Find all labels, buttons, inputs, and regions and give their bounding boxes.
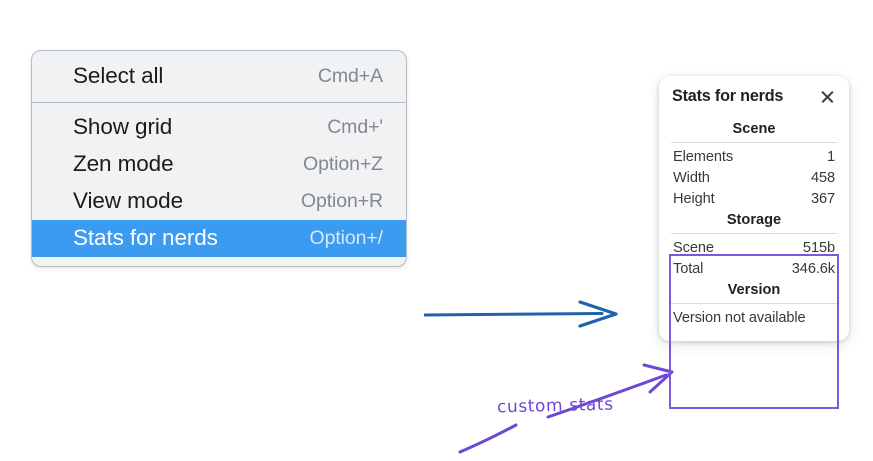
menu-item-label: Zen mode [73,151,174,176]
context-menu[interactable]: Select all Cmd+A Show grid Cmd+' Zen mod… [31,50,407,267]
menu-group-2: Show grid Cmd+' Zen mode Option+Z View m… [32,109,406,257]
menu-divider [32,102,406,103]
menu-item-shortcut: Cmd+' [327,115,383,138]
section-divider [671,233,837,234]
menu-item-view-mode[interactable]: View mode Option+R [32,183,406,220]
menu-item-shortcut: Option+Z [303,152,383,175]
stats-section-scene: Scene Elements 1 Width 458 Height 367 [671,118,837,209]
stats-row-value: 515b [802,239,835,256]
stats-row-width: Width 458 [671,167,837,188]
section-heading: Version [727,282,781,298]
menu-item-shortcut: Cmd+A [317,64,383,87]
stats-row-value: 367 [810,190,835,207]
menu-item-label: Select all [73,63,164,88]
stats-row-height: Height 367 [671,188,837,209]
stats-panel-header: Stats for nerds [671,87,837,106]
stats-row-value: 1 [826,148,835,165]
menu-item-label: View mode [73,188,183,213]
menu-item-select-all[interactable]: Select all Cmd+A [32,58,406,95]
stats-row-key: Height [673,190,715,207]
menu-item-zen-mode[interactable]: Zen mode Option+Z [32,146,406,183]
stats-panel-title: Stats for nerds [672,87,784,105]
stats-row-value: 346.6k [791,260,835,277]
purple-arrow-annotation [458,363,674,454]
section-divider [671,303,837,304]
stats-section-version: Version Version not available [671,279,837,328]
stats-row-key: Total [673,260,704,277]
version-not-available-text: Version not available [673,310,806,326]
menu-group-1: Select all Cmd+A [32,58,406,95]
stats-row-key: Width [673,169,710,186]
menu-item-shortcut: Option+/ [309,226,384,249]
stats-row-storage-scene: Scene 515b [671,237,837,258]
close-icon[interactable] [819,88,836,105]
stats-row-key: Scene [673,239,714,256]
custom-stats-annotation-label: custom stats [496,394,614,418]
blue-arrow-annotation [424,300,618,328]
menu-item-label: Show grid [73,114,173,139]
menu-item-label: Stats for nerds [73,225,218,250]
stats-row-elements: Elements 1 [671,146,837,167]
menu-item-show-grid[interactable]: Show grid Cmd+' [32,109,406,146]
section-divider [671,142,837,143]
section-heading: Storage [726,212,782,228]
stats-row-storage-total: Total 346.6k [671,258,837,279]
menu-item-stats-for-nerds[interactable]: Stats for nerds Option+/ [32,220,406,257]
stats-row-key: Elements [673,148,734,165]
menu-item-shortcut: Option+R [300,189,383,212]
stats-for-nerds-panel[interactable]: Stats for nerds Scene Elements 1 Width 4… [659,76,849,341]
stats-row-value: 458 [810,169,835,186]
stats-section-storage: Storage Scene 515b Total 346.6k [671,209,837,279]
section-heading: Scene [732,121,776,137]
